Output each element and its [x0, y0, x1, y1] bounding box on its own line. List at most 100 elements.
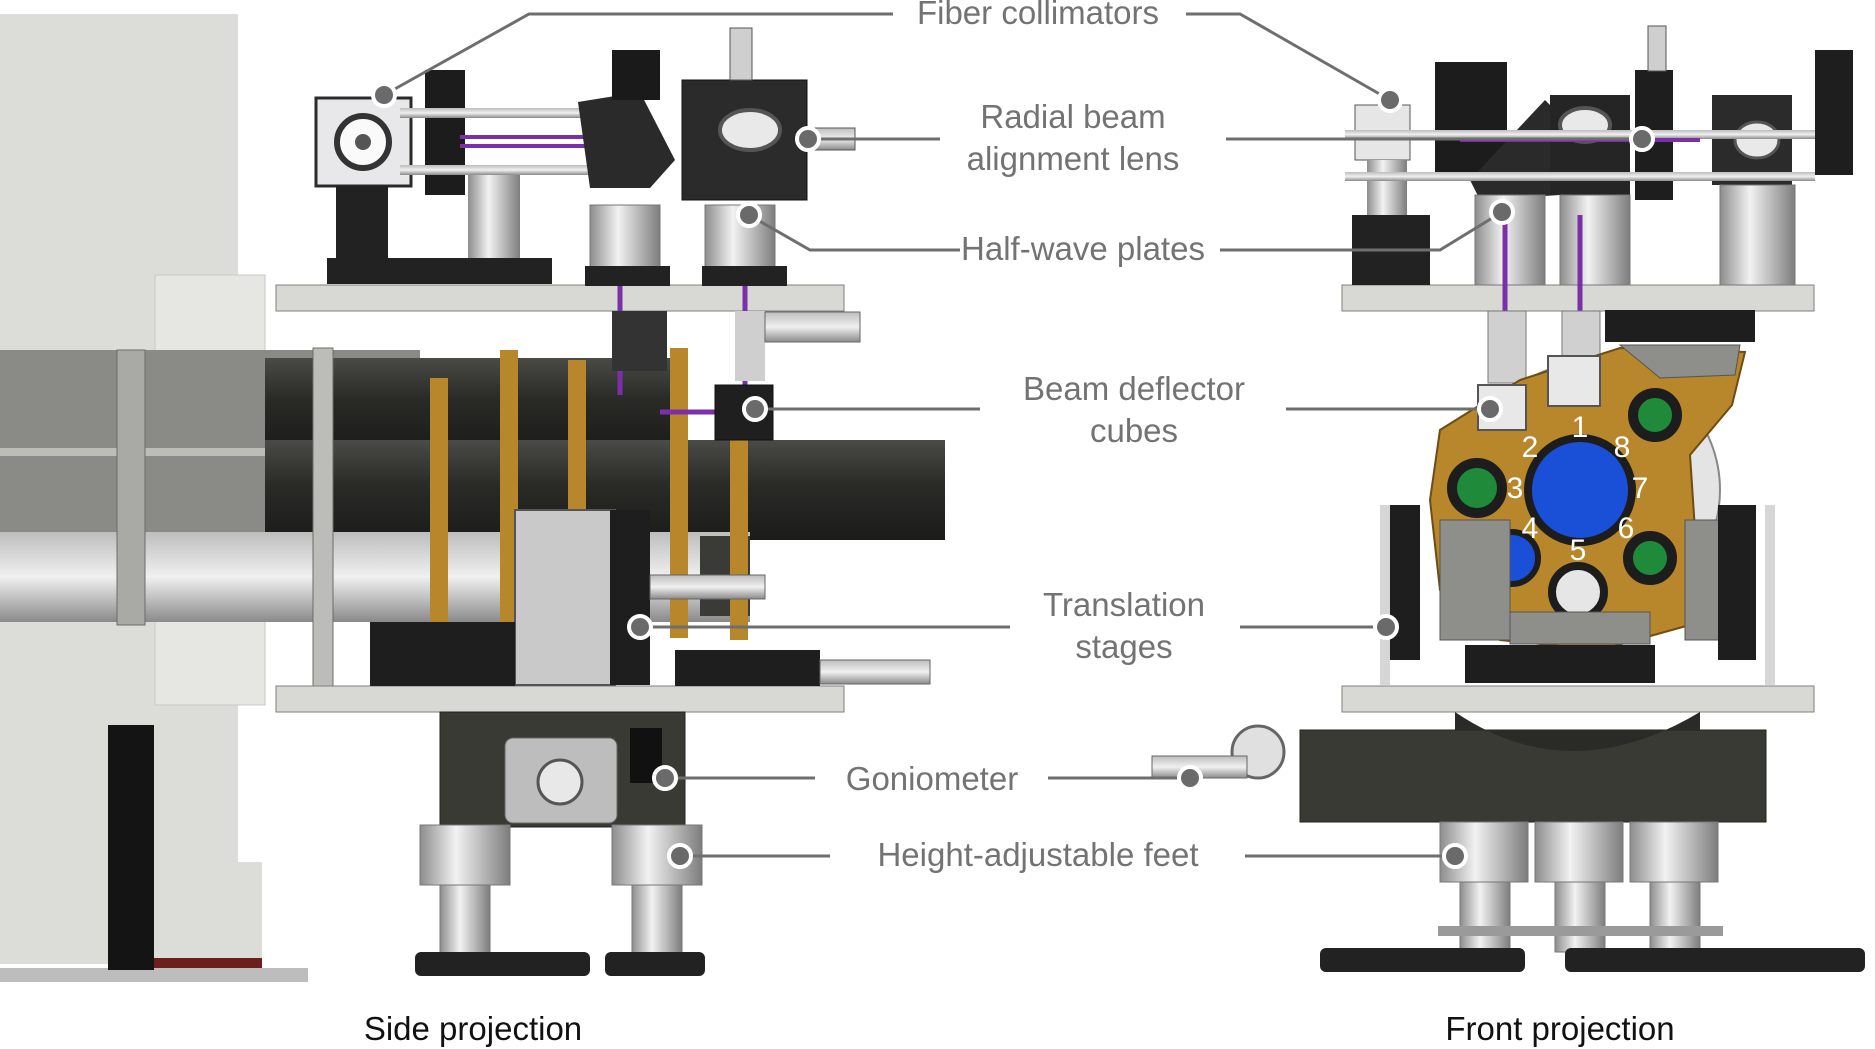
hanging-post-front: [1487, 310, 1527, 384]
brass-clamp: [500, 350, 518, 630]
steel-bracket: [1439, 519, 1511, 641]
vessel-support-inner: [154, 862, 262, 958]
leader-lines: [383, 12, 1640, 858]
hanging-post: [612, 311, 667, 371]
callout-dot-translation-front: [1373, 614, 1399, 640]
collimator-mount-dark: [425, 70, 465, 195]
translation-stage-front: [1718, 505, 1756, 660]
port-number-3: 3: [1507, 472, 1524, 505]
label-height-adjustable-feet: Height-adjustable feet: [877, 836, 1198, 873]
translation-stage-dark: [610, 510, 650, 685]
port-number-6: 6: [1618, 512, 1635, 545]
labels: Fiber collimators Radial beam alignment …: [846, 0, 1245, 873]
port-numbers: 1 2 3 4 5 6 7 8: [1507, 411, 1649, 567]
side-rail: [400, 165, 595, 175]
collimator-post-front: [1367, 160, 1407, 215]
gas-line-stripe: [0, 448, 420, 456]
deflector-cube-front: [1547, 355, 1601, 407]
port-number-7: 7: [1632, 472, 1649, 505]
port-number-1: 1: [1572, 411, 1589, 444]
callout-dot-half-wave-front: [1489, 199, 1515, 225]
leveling-foot-front: [1534, 821, 1624, 953]
bottom-breadboard-front: [1341, 685, 1815, 713]
hanging-post-front: [1561, 310, 1601, 357]
stage-micrometer: [649, 574, 766, 600]
goniometer-knob: [536, 758, 584, 806]
port-lens-green: [1623, 531, 1677, 585]
label-beam-deflector-line1: Beam deflector: [1023, 370, 1245, 407]
leveling-foot: [605, 824, 705, 976]
callout-dot-translation-side: [627, 614, 653, 640]
leveling-foot: [415, 824, 590, 976]
brass-clamp: [430, 378, 448, 638]
mount-front: [1815, 50, 1853, 175]
base-block: [702, 266, 787, 286]
label-beam-deflector-line2: cubes: [1090, 412, 1178, 449]
stage-micrometer: [819, 659, 931, 685]
port-lens-green: [1628, 388, 1682, 442]
label-half-wave-plates: Half-wave plates: [961, 230, 1205, 267]
front-rail: [1345, 130, 1815, 139]
callout-dot-radial-lens-front: [1629, 126, 1655, 152]
side-rail: [400, 108, 595, 118]
callout-dot-feet-front: [1442, 843, 1468, 869]
prism-housing: [578, 92, 675, 188]
side-projection-drawing: [0, 14, 945, 982]
stage-top-plate: [1509, 611, 1651, 645]
port-lens-green: [1447, 458, 1507, 518]
bottom-breadboard-side: [275, 685, 845, 713]
stage-frame: [1765, 505, 1775, 685]
callout-dot-deflector-front: [1477, 396, 1503, 422]
port-number-2: 2: [1522, 431, 1539, 464]
leader-half-wave-left: [748, 213, 960, 252]
front-rail: [1345, 172, 1815, 181]
label-fiber-collimators: Fiber collimators: [917, 0, 1159, 31]
steel-band: [116, 349, 146, 626]
beam-tube-upper: [265, 358, 685, 448]
base-block: [327, 258, 552, 284]
foot-base-front: [1565, 948, 1865, 972]
brass-clamp: [670, 348, 688, 638]
port-number-5: 5: [1570, 534, 1587, 567]
top-breadboard-side: [275, 284, 845, 312]
post-pillar: [468, 175, 520, 270]
callout-dots: [371, 82, 1655, 869]
micrometer-head: [764, 311, 861, 343]
stage-bottom-block: [1465, 645, 1655, 683]
collimator-core: [355, 134, 371, 150]
callout-dot-goniometer-front: [1177, 765, 1203, 791]
vessel-support: [108, 725, 154, 970]
front-projection-drawing: [1151, 25, 1865, 972]
leader-half-wave-right: [1220, 210, 1503, 252]
center-lens: [1524, 434, 1636, 546]
captions: Side projection Front projection: [364, 1010, 1675, 1047]
prism-top: [612, 50, 660, 100]
waveplate-optic: [718, 108, 782, 152]
label-radial-lens-line2: alignment lens: [967, 140, 1180, 177]
brass-clamp: [730, 430, 748, 640]
lens-optic-front: [1733, 120, 1781, 160]
steel-band: [312, 347, 334, 689]
callout-dot-deflector-side: [742, 396, 768, 422]
port-lens-clear: [1548, 562, 1608, 622]
callout-dot-fiber-collimator-side: [371, 82, 397, 108]
stage-block: [370, 622, 515, 686]
vessel-base: [0, 968, 308, 982]
label-translation-line2: stages: [1075, 628, 1172, 665]
foot-ring-front: [1438, 926, 1723, 936]
callout-dot-half-wave-side: [736, 202, 762, 228]
callout-dot-fiber-collimator-front: [1377, 87, 1403, 113]
label-translation-line1: Translation: [1043, 586, 1205, 623]
port-number-4: 4: [1522, 512, 1539, 545]
port-number-8: 8: [1614, 431, 1631, 464]
callout-dot-goniometer-side: [652, 765, 678, 791]
collimator-post: [336, 186, 388, 262]
callout-dot-radial-lens-side: [795, 126, 821, 152]
mount-block: [1605, 310, 1755, 342]
stage-block: [675, 650, 820, 686]
label-radial-lens-line1: Radial beam: [980, 98, 1165, 135]
label-goniometer: Goniometer: [846, 760, 1018, 797]
foot-base-front: [1320, 948, 1525, 972]
leader-fiber-collimators-right: [1186, 12, 1391, 102]
